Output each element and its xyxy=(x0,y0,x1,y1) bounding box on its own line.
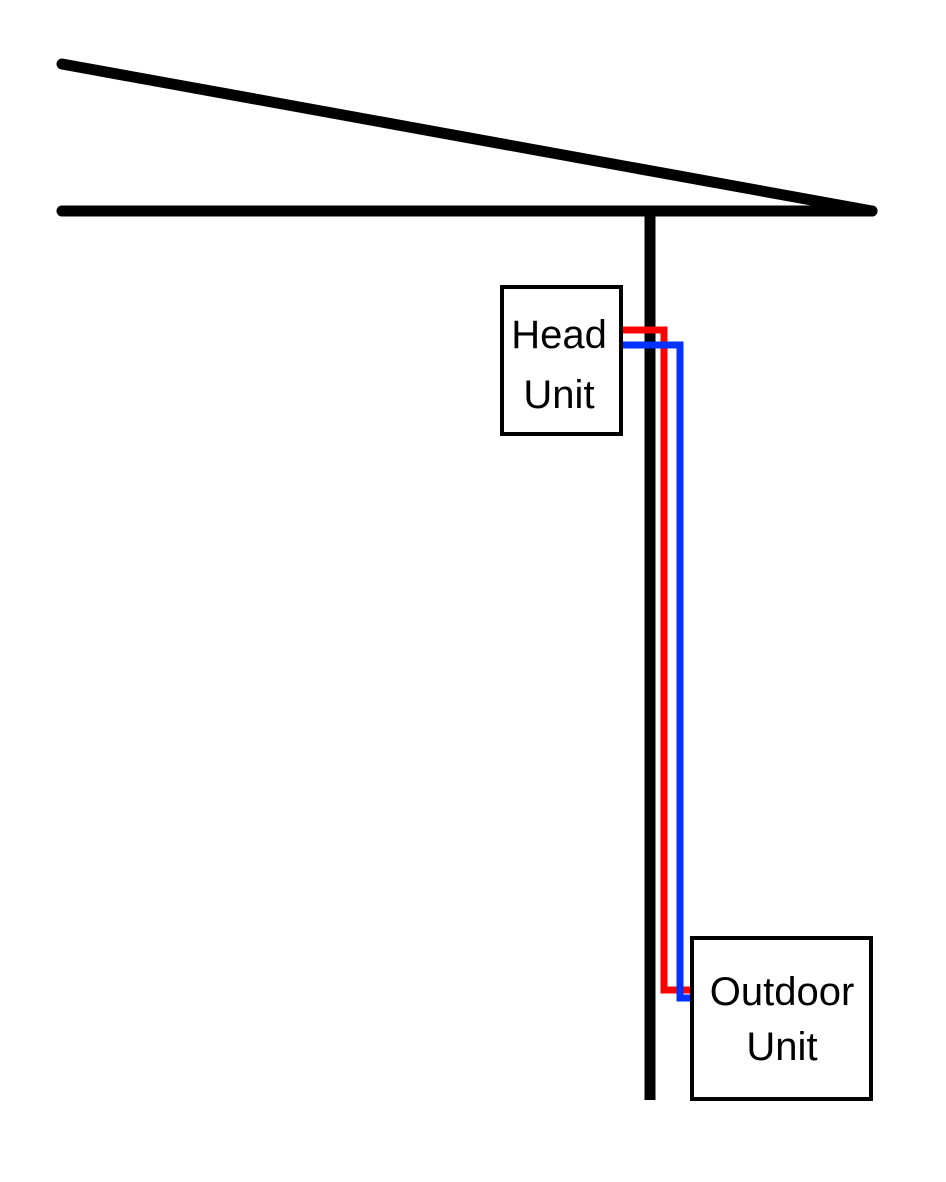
head-unit-box xyxy=(500,285,623,436)
roof-line xyxy=(56,58,878,217)
outdoor-unit-box xyxy=(690,936,873,1101)
head-unit-label-line2: Unit xyxy=(523,373,594,417)
outdoor-unit-label-line1: Outdoor xyxy=(710,970,855,1014)
head-unit: Head Unit xyxy=(500,285,623,436)
head-unit-label-line1: Head xyxy=(511,313,607,357)
outdoor-unit-label-line2: Unit xyxy=(746,1025,817,1069)
outdoor-unit: Outdoor Unit xyxy=(690,936,873,1101)
blue-line-set xyxy=(622,341,692,1002)
